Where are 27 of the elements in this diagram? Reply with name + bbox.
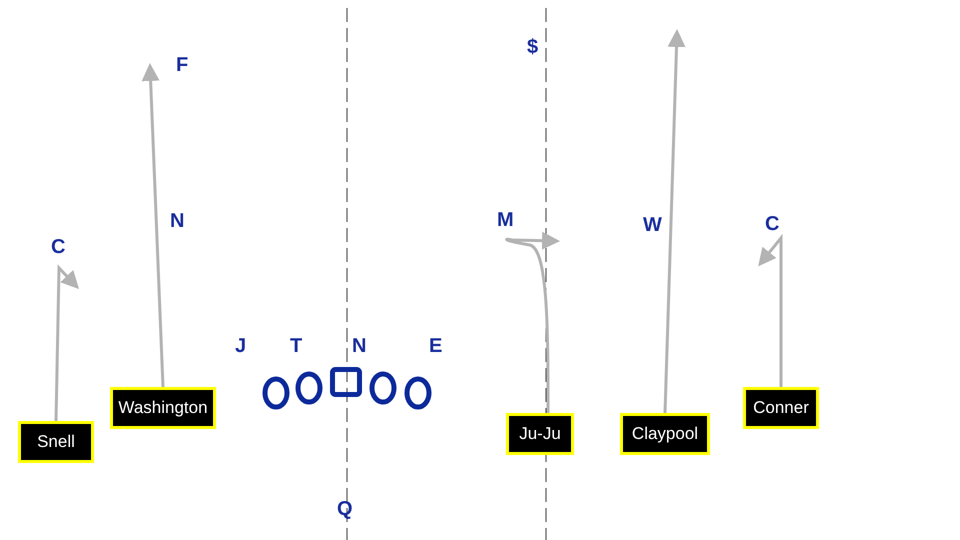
player-box: Conner xyxy=(743,387,819,429)
route-arrow xyxy=(142,63,164,388)
lineman-circle xyxy=(296,372,322,404)
route-arrow xyxy=(54,264,80,422)
defender-letter: E xyxy=(429,336,442,356)
defender-letter: W xyxy=(643,215,662,235)
defender-letter: C xyxy=(765,214,780,234)
defender-letter: T xyxy=(290,336,302,356)
player-box: Snell xyxy=(18,421,94,463)
lineman-circle xyxy=(370,372,396,404)
lineman-circle xyxy=(262,376,290,410)
player-box: Washington xyxy=(110,387,216,429)
route-arrow xyxy=(664,29,686,414)
defender-letter: N xyxy=(170,211,184,231)
route-arrow xyxy=(506,232,560,413)
defender-letter: C xyxy=(51,237,66,257)
player-box: Claypool xyxy=(620,413,710,455)
defender-letter: N xyxy=(352,336,366,356)
defender-letter: M xyxy=(497,210,514,230)
route-arrow xyxy=(758,234,782,387)
defender-letter: Q xyxy=(337,499,353,519)
defender-letter: F xyxy=(176,55,188,75)
center-square xyxy=(330,367,362,397)
defender-letter: J xyxy=(235,336,246,356)
player-box: Ju-Ju xyxy=(506,413,574,455)
lineman-circle xyxy=(404,376,432,410)
defender-letter: $ xyxy=(527,37,538,57)
